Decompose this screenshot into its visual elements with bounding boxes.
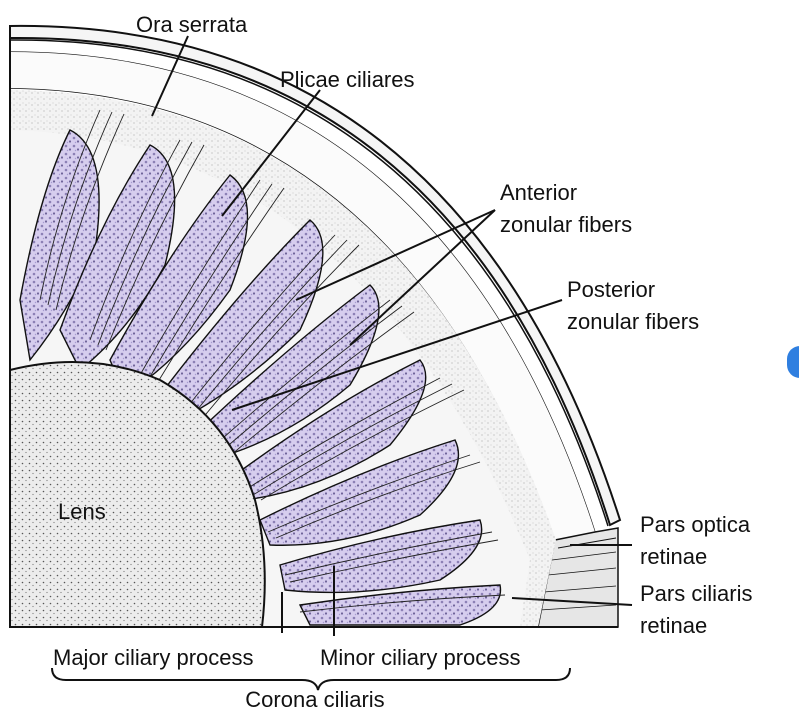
label-ora-serrata: Ora serrata bbox=[136, 12, 248, 37]
label-pars-optica-line2: retinae bbox=[640, 544, 707, 569]
zonular-fibers bbox=[39, 109, 506, 613]
label-anterior-line2: zonular fibers bbox=[500, 212, 632, 237]
leader-lines bbox=[151, 35, 633, 636]
label-minor-ciliary-process: Minor ciliary process bbox=[320, 645, 521, 670]
label-anterior-line1: Anterior bbox=[500, 180, 577, 205]
edge-marker-icon[interactable] bbox=[787, 346, 799, 378]
label-pars-optica-line1: Pars optica bbox=[640, 512, 751, 537]
label-pars-ciliaris-line2: retinae bbox=[640, 613, 707, 638]
label-posterior-line2: zonular fibers bbox=[567, 309, 699, 334]
ciliary-processes bbox=[19, 129, 502, 626]
label-major-ciliary-process: Major ciliary process bbox=[53, 645, 254, 670]
label-plicae-ciliares: Plicae ciliares bbox=[280, 67, 415, 92]
label-posterior-line1: Posterior bbox=[567, 277, 655, 302]
section-frame bbox=[9, 26, 618, 628]
label-pars-ciliaris-line1: Pars ciliaris bbox=[640, 581, 752, 606]
label-corona-ciliaris: Corona ciliaris bbox=[245, 687, 384, 712]
label-lens: Lens bbox=[58, 499, 106, 524]
lens bbox=[9, 361, 266, 628]
corona-bracket bbox=[51, 667, 571, 691]
